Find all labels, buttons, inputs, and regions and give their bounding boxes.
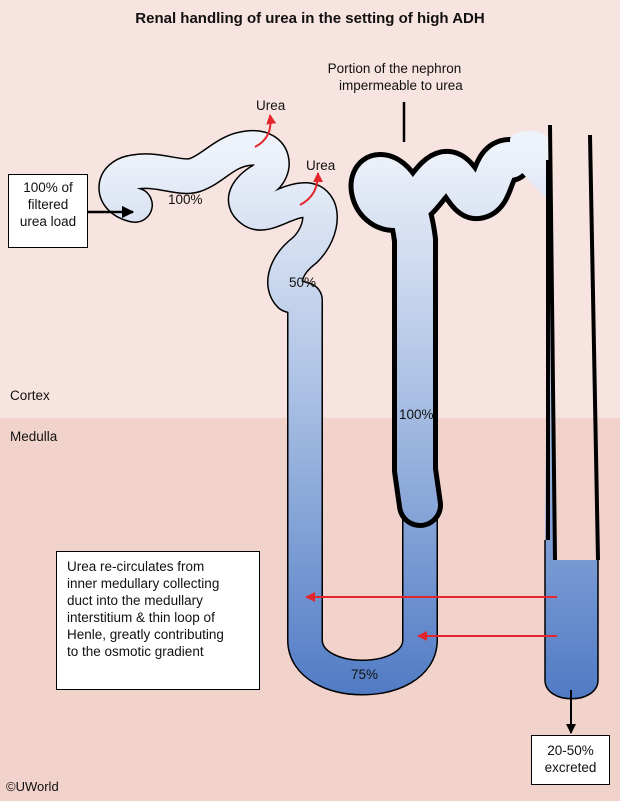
- urea-label-2: Urea: [306, 158, 336, 173]
- excreted-box: 20-50% excreted: [531, 735, 610, 785]
- impermeable-label-line-1: Portion of the nephron: [327, 61, 462, 76]
- proximal-tubule-and-loop: [98, 130, 438, 696]
- tubule-lumen: [99, 131, 437, 694]
- recirculation-line-5: Henle, greatly contributing: [67, 627, 224, 642]
- filtered-load-line-3: urea load: [19, 214, 77, 229]
- recirculation-line-6: to the osmotic gradient: [67, 644, 204, 659]
- recirculation-line-1: Urea re-circulates from: [67, 559, 205, 574]
- recirculation-line-2: inner medullary collecting: [67, 576, 220, 591]
- thick-ascending-and-distal: [348, 137, 533, 528]
- impermeable-label: Portion of the nephron impermeable to ur…: [326, 60, 463, 94]
- recirculation-line-3: duct into the medullary: [67, 593, 203, 608]
- cortex-label: Cortex: [10, 388, 50, 403]
- urea-reabsorption-arrow-2: [299, 172, 323, 206]
- collecting-duct-shape: [510, 131, 598, 699]
- diagram-title: Renal handling of urea in the setting of…: [135, 10, 485, 27]
- impermeable-label-line-2: impermeable to urea: [339, 78, 463, 93]
- excreted-line-2: excreted: [544, 760, 597, 775]
- percent-straight: 50%: [289, 275, 317, 290]
- medulla-label: Medulla: [10, 429, 58, 444]
- collecting-duct-border: [546, 124, 600, 561]
- excreted-line-1: 20-50%: [547, 743, 594, 758]
- collecting-duct: [510, 124, 600, 700]
- copyright: ©UWorld: [6, 779, 59, 794]
- filtered-load-line-1: 100% of: [23, 180, 73, 195]
- urea-label-1: Urea: [256, 98, 286, 113]
- percent-proximal: 100%: [168, 192, 203, 207]
- filtered-load-line-2: filtered: [27, 197, 69, 212]
- urea-reabsorption-arrow-1: [254, 114, 277, 148]
- recirculation-line-4: interstitium & thin loop of: [67, 610, 215, 625]
- recirculation-box: Urea re-circulates from inner medullary …: [56, 551, 260, 690]
- percent-thick-ascending: 100%: [399, 407, 434, 422]
- percent-loop-bottom: 75%: [351, 667, 379, 682]
- filtered-load-box: 100% of filtered urea load: [8, 174, 88, 248]
- impermeable-lumen: [353, 142, 528, 523]
